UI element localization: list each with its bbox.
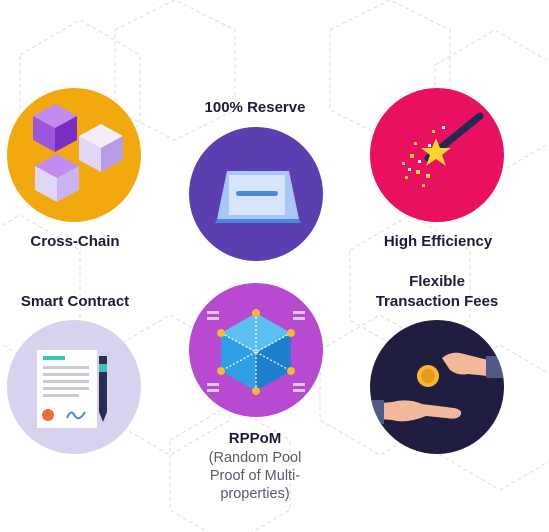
fees-title-line-2: Transaction Fees	[375, 293, 499, 310]
rppom-subtitle-line-1: (Random Pool	[208, 450, 302, 466]
cross-chain-circle	[7, 88, 141, 222]
coin-hands-icon	[370, 352, 504, 424]
smart-contract-title: Smart Contract	[20, 293, 130, 310]
cubes-icon	[33, 104, 123, 202]
magic-wand-icon	[402, 112, 484, 187]
smart-contract-circle	[7, 320, 141, 454]
efficiency-circle	[370, 88, 504, 222]
rppom-subtitle-line-3: properties)	[220, 486, 290, 502]
rppom-subtitle-line-2: Proof of Multi-	[209, 468, 301, 484]
network-cube-icon	[207, 309, 305, 395]
fees-title-line-1: Flexible	[409, 273, 465, 290]
reserve-circle	[189, 127, 323, 261]
rppom-circle	[189, 283, 323, 417]
fees-circle	[370, 320, 504, 454]
cross-chain-title: Cross-Chain	[30, 233, 120, 250]
efficiency-title: High Efficiency	[383, 233, 493, 250]
card-icon	[215, 171, 301, 223]
rppom-title: RPPoM	[228, 430, 282, 447]
reserve-title: 100% Reserve	[204, 99, 306, 116]
contract-pen-icon	[37, 350, 107, 428]
